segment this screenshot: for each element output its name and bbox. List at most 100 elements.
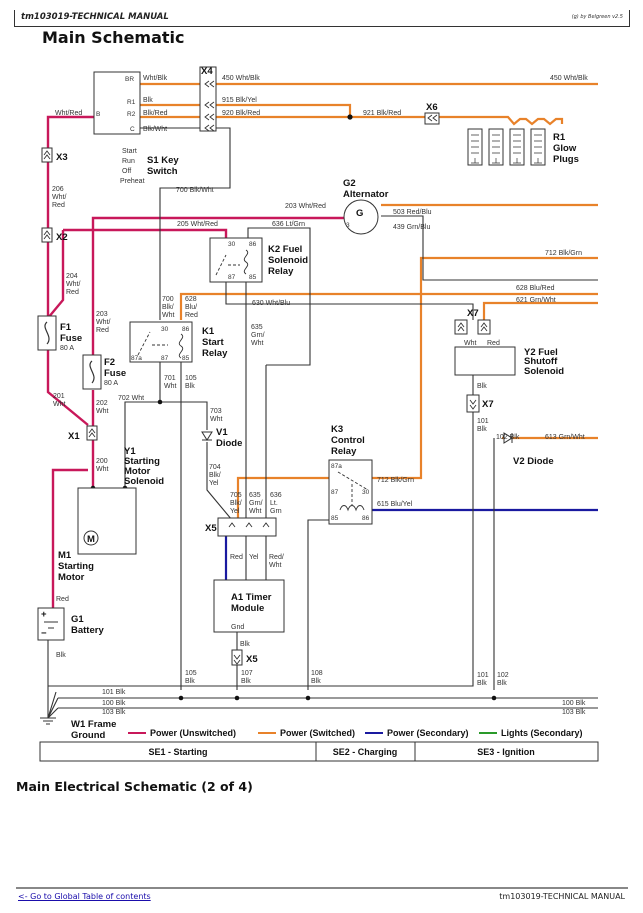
- k2-name3: Relay: [268, 266, 294, 277]
- g2-alternator-symbol: [343, 199, 379, 235]
- wire-label: Blk: [185, 678, 195, 685]
- s1-position-start: Start: [122, 148, 137, 155]
- wire-621: [482, 301, 598, 320]
- wire-label: Blk: [185, 383, 195, 390]
- wire-630: [225, 282, 474, 320]
- wire-label: 102: [497, 672, 509, 679]
- wire-label: Wht: [210, 416, 223, 423]
- wire-label: 636 Lt/Grn: [272, 221, 305, 228]
- k3-pin-86: 86: [362, 515, 370, 522]
- wire-label: Wht/: [96, 319, 110, 326]
- k3-relay-box: [328, 459, 373, 525]
- wire-labels: Wht/Blk 450 Wht/Blk 450 Wht/Blk Blk 915 …: [52, 75, 588, 716]
- f2-rating: 80 A: [104, 380, 118, 387]
- wire-label: 103 Blk: [562, 709, 586, 716]
- wire-label: Blk/: [162, 304, 174, 311]
- a1-name: A1 Timer: [231, 592, 272, 603]
- wire-label: 703: [210, 408, 222, 415]
- x5-label: X5: [205, 523, 217, 534]
- wire-label: 628 Blu/Red: [516, 285, 555, 292]
- x7-label: X7: [467, 308, 479, 319]
- toc-link[interactable]: <- Go to Global Table of contents: [18, 892, 151, 901]
- s1-name2: Switch: [147, 166, 178, 177]
- wire-label: Wht/Blk: [143, 75, 168, 82]
- wire-label: 915 Blk/Yel: [222, 97, 257, 104]
- component-labels: BR R1 R2 C B Start Run Off Preheat S1 Ke…: [41, 66, 579, 741]
- m1-symbol: M: [87, 534, 95, 545]
- k2-pin-30: 30: [228, 241, 236, 248]
- wire-label: 105: [185, 670, 197, 677]
- unswitched-power-wires: [46, 115, 345, 608]
- k2-relay-box: [209, 237, 263, 283]
- black-wires: [47, 127, 598, 719]
- g1-name2: Battery: [71, 625, 104, 636]
- secondary-power-wires: [224, 508, 598, 580]
- wire-label: Wht: [162, 312, 175, 319]
- r1-name: R1: [553, 132, 566, 143]
- r1-name2: Glow: [553, 143, 577, 154]
- k2-name: K2 Fuel: [268, 244, 302, 255]
- wire-label: Blk/Red: [143, 110, 168, 117]
- k1-name2: Start: [202, 337, 224, 348]
- wire-label: 704: [209, 464, 221, 471]
- s1-terminal-br: BR: [125, 76, 134, 83]
- wire-label: 204: [66, 273, 78, 280]
- wire-921: [140, 115, 564, 126]
- k3-pin-87a: 87a: [331, 463, 342, 470]
- y2-solenoid-box: [454, 346, 516, 376]
- legend-label-switched: Power (Switched): [280, 728, 355, 738]
- k1-name: K1: [202, 326, 215, 337]
- g1-battery-box: [37, 607, 65, 641]
- wire-label: Blk: [240, 641, 250, 648]
- wire-204: [47, 230, 65, 319]
- wire-label: 712 Blk/Grn: [545, 250, 582, 257]
- s1-terminal-b: B: [96, 111, 100, 118]
- g2-symbol: G: [356, 208, 363, 219]
- wire-label: Blk: [241, 678, 251, 685]
- wire-label: Wht/Red: [55, 110, 82, 117]
- page-header: tm103019-TECHNICAL MANUAL (g) by Belgree…: [14, 10, 630, 27]
- k3-name: K3: [331, 424, 343, 435]
- wire-label: 712 Blk/Grn: [377, 477, 414, 484]
- credit-text: (g) by Belgreen v2.5: [571, 14, 623, 20]
- wire-712b: [372, 430, 423, 480]
- wire-label: 439 Grn/Blu: [393, 224, 430, 231]
- k1-pin-86: 86: [182, 326, 190, 333]
- g1-name: G1: [71, 614, 84, 625]
- wire-label: Lt.: [270, 500, 278, 507]
- wire-label: 107: [241, 670, 253, 677]
- wire-label: Red: [56, 596, 69, 603]
- wire-label: 615 Blu/Yel: [377, 501, 413, 508]
- wire-label: Red: [185, 312, 198, 319]
- m1-name2: Starting: [58, 561, 94, 572]
- y1-name3: Motor: [124, 466, 151, 477]
- wire-label: Wht: [96, 466, 109, 473]
- v1-name: V1: [216, 427, 228, 438]
- f1-name2: Fuse: [60, 333, 82, 344]
- wire-label: 700 Blk/Wht: [176, 187, 214, 194]
- legend-label-secondary: Power (Secondary): [387, 728, 469, 738]
- k2-name2: Solenoid: [268, 255, 308, 266]
- footer-divider: [16, 887, 628, 889]
- v2-name: V2 Diode: [513, 456, 554, 467]
- wire-label: 701: [164, 375, 176, 382]
- x5b-label: X5: [246, 654, 258, 665]
- legend-label-unswitched: Power (Unswitched): [150, 728, 236, 738]
- x2-label: X2: [56, 232, 68, 243]
- k2-pin-86: 86: [249, 241, 257, 248]
- wire-label: 206: [52, 186, 64, 193]
- wire-label: 102 Blk: [496, 434, 520, 441]
- x1-label: X1: [68, 431, 80, 442]
- wire-label: Yel: [209, 480, 219, 487]
- wire-108: [307, 519, 330, 690]
- wire-636c: [266, 320, 311, 366]
- wire-201: [46, 350, 89, 426]
- wire-label: 705: [230, 492, 242, 499]
- wire-label: 630 Wht/Blu: [252, 300, 290, 307]
- y1-m1-box: [77, 487, 137, 555]
- x4-label: X4: [201, 66, 213, 77]
- m1-name3: Motor: [58, 572, 85, 583]
- wire-label: 635: [251, 324, 263, 331]
- wire-label: Wht/: [66, 281, 80, 288]
